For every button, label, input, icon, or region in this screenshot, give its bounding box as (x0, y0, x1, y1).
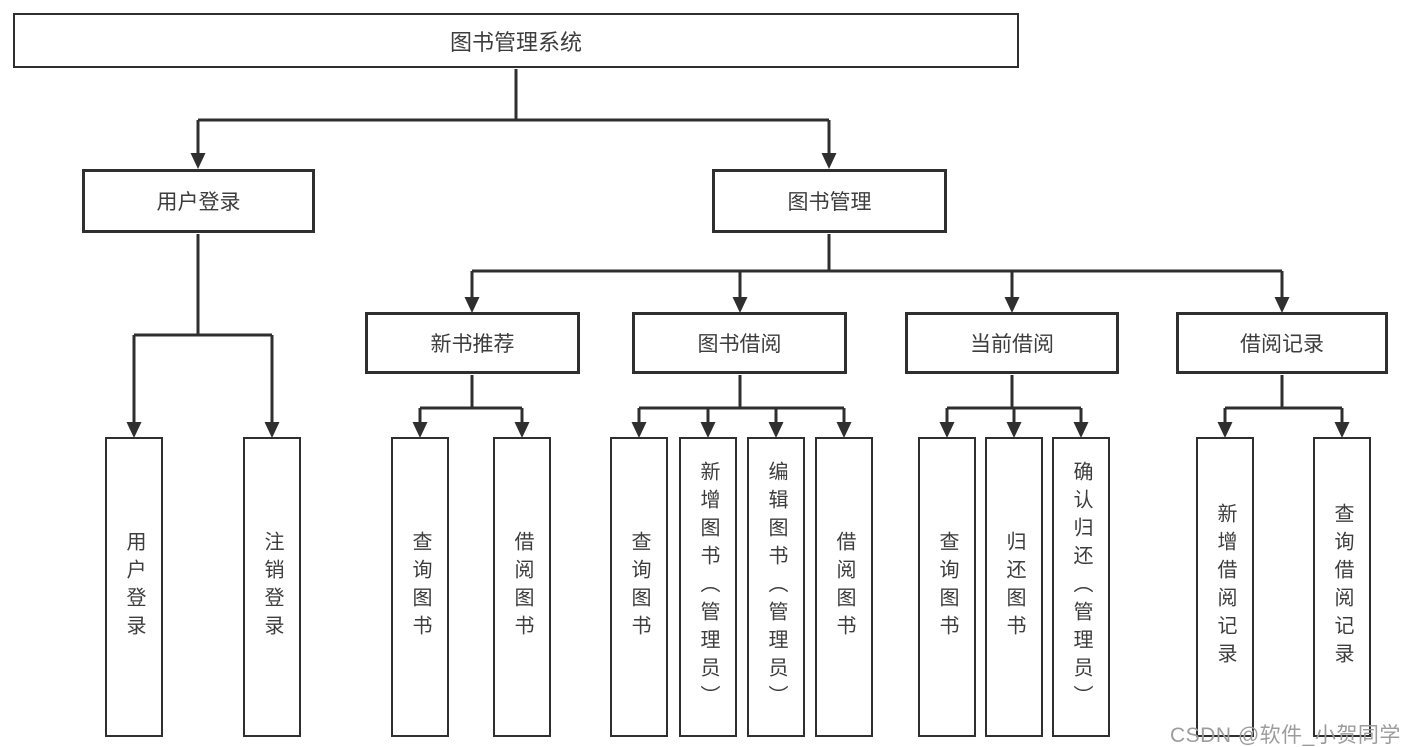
leaf-logout: 注销登录 (243, 437, 301, 737)
node-label: 当前借阅 (970, 333, 1054, 356)
leaf-label: 新增借阅记录 (1214, 503, 1236, 671)
leaf-borrow-books-recommend: 借阅图书 (493, 437, 551, 737)
leaf-label: 借阅图书 (511, 531, 533, 643)
node-label: 图书管理系统 (449, 29, 582, 55)
node-label: 用户登录 (156, 191, 241, 214)
node-book-borrow: 图书借阅 (632, 312, 847, 374)
node-new-book-recommend: 新书推荐 (365, 312, 580, 374)
leaf-label: 新增图书（管理员） (697, 461, 719, 713)
node-user-login: 用户登录 (82, 169, 315, 233)
leaf-add-borrow-record: 新增借阅记录 (1196, 437, 1254, 737)
csdn-watermark: CSDN @软件_小贺同学 (1170, 724, 1401, 747)
leaf-label: 查询借阅记录 (1331, 503, 1353, 671)
node-borrow-records: 借阅记录 (1176, 312, 1388, 374)
leaf-return-books: 归还图书 (985, 437, 1043, 737)
leaf-label: 查询图书 (409, 531, 431, 643)
leaf-label: 查询图书 (628, 531, 650, 643)
leaf-label: 确认归还（管理员） (1070, 461, 1092, 713)
leaf-label: 用户登录 (123, 531, 145, 643)
node-book-management: 图书管理 (712, 169, 947, 233)
node-current-borrow: 当前借阅 (905, 312, 1119, 374)
node-label: 新书推荐 (430, 333, 515, 356)
leaf-edit-books-admin: 编辑图书（管理员） (747, 437, 805, 737)
leaf-query-borrow-records: 查询借阅记录 (1313, 437, 1371, 737)
leaf-user-login: 用户登录 (105, 437, 163, 737)
node-label: 图书管理 (787, 191, 872, 214)
leaf-label: 编辑图书（管理员） (765, 461, 787, 713)
leaf-label: 归还图书 (1003, 531, 1025, 643)
leaf-borrow-books: 借阅图书 (815, 437, 873, 737)
leaf-label: 查询图书 (936, 531, 958, 643)
leaf-query-books-current: 查询图书 (918, 437, 976, 737)
leaf-label: 借阅图书 (833, 531, 855, 643)
node-label: 图书借阅 (697, 333, 782, 356)
leaf-query-books-borrow: 查询图书 (610, 437, 668, 737)
leaf-add-books-admin: 新增图书（管理员） (679, 437, 737, 737)
node-library-management-system: 图书管理系统 (13, 13, 1019, 68)
leaf-confirm-return-admin: 确认归还（管理员） (1052, 437, 1110, 737)
leaf-label: 注销登录 (261, 531, 283, 643)
leaf-query-books-recommend: 查询图书 (391, 437, 449, 737)
node-label: 借阅记录 (1240, 333, 1324, 356)
